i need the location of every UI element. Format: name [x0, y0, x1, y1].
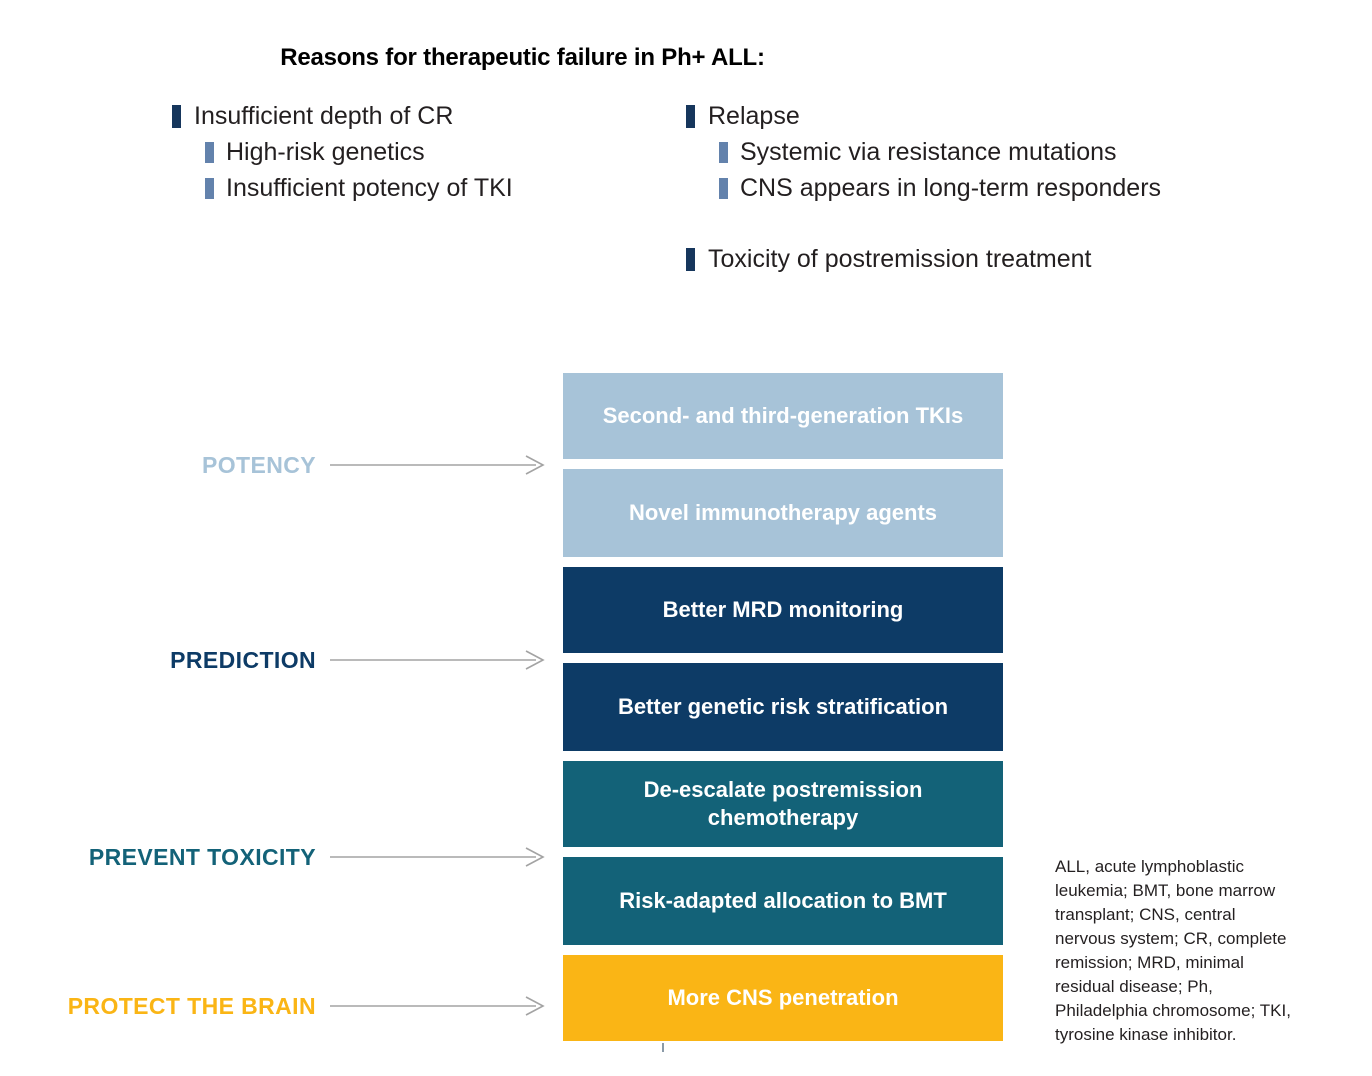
tick-mark-icon	[662, 1043, 664, 1052]
list-item-label: Insufficient potency of TKI	[226, 174, 513, 202]
list-item: Toxicity of postremission treatment	[686, 243, 1306, 276]
bullet-list-right: Relapse Systemic via resistance mutation…	[686, 100, 1306, 279]
list-item-label: Relapse	[708, 102, 800, 130]
category-row-potency: POTENCY	[0, 450, 545, 480]
arrow-right-icon	[330, 454, 545, 476]
bullet-marker-icon	[205, 142, 214, 163]
list-item: CNS appears in long-term responders	[686, 172, 1306, 205]
strategy-box: Risk-adapted allocation to BMT	[563, 857, 1003, 945]
category-label-prediction: PREDICTION	[170, 646, 316, 673]
strategy-box: De-escalate postremission chemotherapy	[563, 761, 1003, 847]
list-item: Insufficient potency of TKI	[172, 172, 672, 205]
arrow-right-icon	[330, 995, 545, 1017]
page-title: Reasons for therapeutic failure in Ph+ A…	[280, 44, 765, 71]
list-item: High-risk genetics	[172, 136, 672, 169]
bullet-marker-icon	[719, 178, 728, 199]
category-label-potency: POTENCY	[202, 451, 316, 478]
bullet-marker-icon	[205, 178, 214, 199]
category-label-protect-the-brain: PROTECT THE BRAIN	[67, 992, 316, 1019]
bullet-marker-icon	[172, 105, 181, 128]
strategy-box: Novel immunotherapy agents	[563, 469, 1003, 557]
abbreviations-footnote: ALL, acute lymphoblastic leukemia; BMT, …	[1055, 857, 1291, 1044]
category-label-prevent-toxicity: PREVENT TOXICITY	[88, 843, 316, 870]
bullet-list-left: Insufficient depth of CR High-risk genet…	[172, 100, 672, 208]
arrow-right-icon	[330, 846, 545, 868]
strategy-box: Second- and third-generation TKIs	[563, 373, 1003, 459]
list-item: Relapse	[686, 100, 1306, 133]
bullet-marker-icon	[719, 142, 728, 163]
strategy-box-stack: Second- and third-generation TKIs Novel …	[563, 373, 1003, 1051]
list-item-label: Insufficient depth of CR	[194, 102, 454, 130]
arrow-right-icon	[330, 649, 545, 671]
list-item-label: CNS appears in long-term responders	[740, 174, 1162, 202]
bullet-marker-icon	[686, 105, 695, 128]
strategy-box: Better MRD monitoring	[563, 567, 1003, 653]
strategy-box: Better genetic risk stratification	[563, 663, 1003, 751]
strategy-box: More CNS penetration	[563, 955, 1003, 1041]
category-row-prevent-toxicity: PREVENT TOXICITY	[0, 842, 545, 872]
bullet-marker-icon	[686, 248, 695, 271]
list-item-label: Systemic via resistance mutations	[740, 138, 1117, 166]
list-item-label: High-risk genetics	[226, 138, 425, 166]
category-row-prediction: PREDICTION	[0, 645, 545, 675]
list-item: Systemic via resistance mutations	[686, 136, 1306, 169]
list-item: Insufficient depth of CR	[172, 100, 672, 133]
list-item-label: Toxicity of postremission treatment	[708, 245, 1092, 273]
category-row-protect-the-brain: PROTECT THE BRAIN	[0, 991, 545, 1021]
